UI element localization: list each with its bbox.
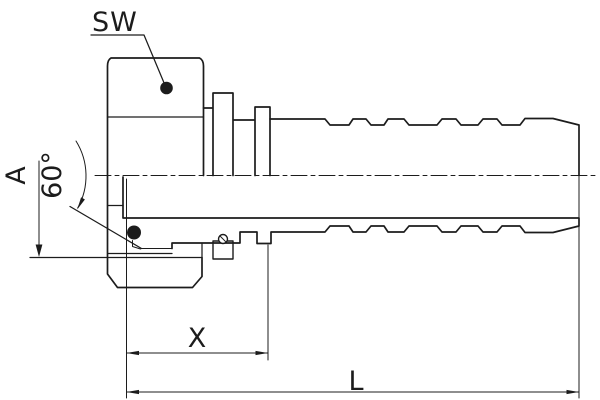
x-arrow-right (255, 350, 268, 356)
lower-section (29, 176, 580, 288)
dim-x: X (126, 178, 269, 399)
l-arrow-left (126, 389, 139, 395)
o-ring-dot (127, 225, 141, 240)
x-extension-lines (126, 178, 269, 399)
label-sw: SW (92, 7, 138, 38)
x-arrow-left (126, 350, 139, 356)
dim-l: L (126, 175, 580, 399)
o-ring-groove-step (132, 240, 141, 250)
label-cone-angle: 60° (37, 151, 68, 199)
hose-tail-outline (269, 117, 580, 177)
dimensions: SW A 60° X L (1, 7, 580, 399)
angle-arrowhead (77, 197, 85, 210)
label-l: L (348, 366, 363, 397)
hex-nut-outline (106, 57, 205, 289)
nut-section-hatch (108, 258, 202, 288)
nipple-section-outline (122, 176, 580, 250)
dim-sw: SW (90, 7, 173, 95)
collars-outline (202, 92, 271, 177)
nipple-section-hatch (123, 218, 579, 249)
upper-view (106, 57, 580, 289)
a-arrowhead (35, 244, 43, 257)
nut-section-edges (29, 204, 203, 259)
dim-a: A (1, 160, 43, 257)
label-x: X (188, 323, 207, 354)
seal-o-ring-hatch (219, 235, 227, 243)
label-a: A (1, 166, 32, 185)
cone-seat-line (69, 205, 143, 250)
l-arrow-right (566, 389, 579, 395)
sw-leader-line (90, 34, 166, 85)
sw-leader-dot (160, 81, 173, 95)
dim-cone-angle: 60° (37, 140, 87, 210)
